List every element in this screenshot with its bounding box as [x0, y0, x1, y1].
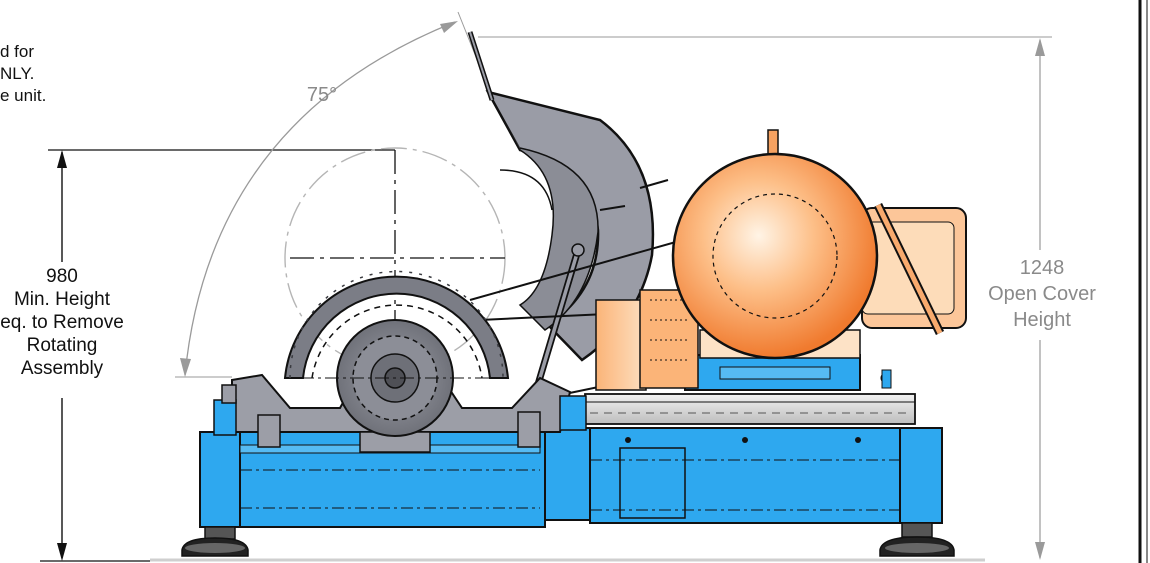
rotor-assembly: [283, 270, 510, 437]
open-cover-value: 1248: [1020, 257, 1065, 279]
open-cover-label: Open Cover: [988, 283, 1096, 305]
min-height-label: eq. to Remove: [0, 312, 124, 333]
electric-motor: [671, 129, 967, 360]
base-frame: [199, 427, 943, 528]
cover-angle-dimension: 75°: [175, 11, 479, 378]
note-text: d for NLY. e unit.: [0, 42, 46, 105]
note-line: d for: [0, 42, 34, 61]
min-height-label: Rotating: [27, 335, 98, 356]
dimension-arrow-up: [1035, 38, 1045, 56]
open-cover-dimension: 1248 Open Cover Height: [478, 36, 1096, 560]
slide-rail: [584, 393, 916, 425]
min-height-dimension: 980 Min. Height eq. to Remove Rotating A…: [0, 149, 395, 562]
angle-arrow: [440, 21, 458, 33]
min-height-value: 980: [46, 266, 78, 287]
dimension-arrow-down: [1035, 542, 1045, 560]
drawing-border-right: [1138, 0, 1148, 563]
open-cover-label: Height: [1013, 309, 1071, 331]
dimension-arrow-up: [57, 150, 67, 168]
pulley-boxes: [595, 289, 699, 391]
note-line: e unit.: [0, 86, 46, 105]
min-height-label: Min. Height: [14, 289, 111, 310]
note-line: NLY.: [0, 64, 34, 83]
leveling-feet: [181, 522, 955, 557]
dimension-arrow-down: [57, 543, 67, 561]
foot-right: [879, 522, 955, 557]
min-height-label: Assembly: [21, 358, 104, 379]
foot-left: [181, 526, 249, 557]
angle-label: 75°: [307, 84, 337, 106]
angle-arrow: [180, 358, 191, 377]
